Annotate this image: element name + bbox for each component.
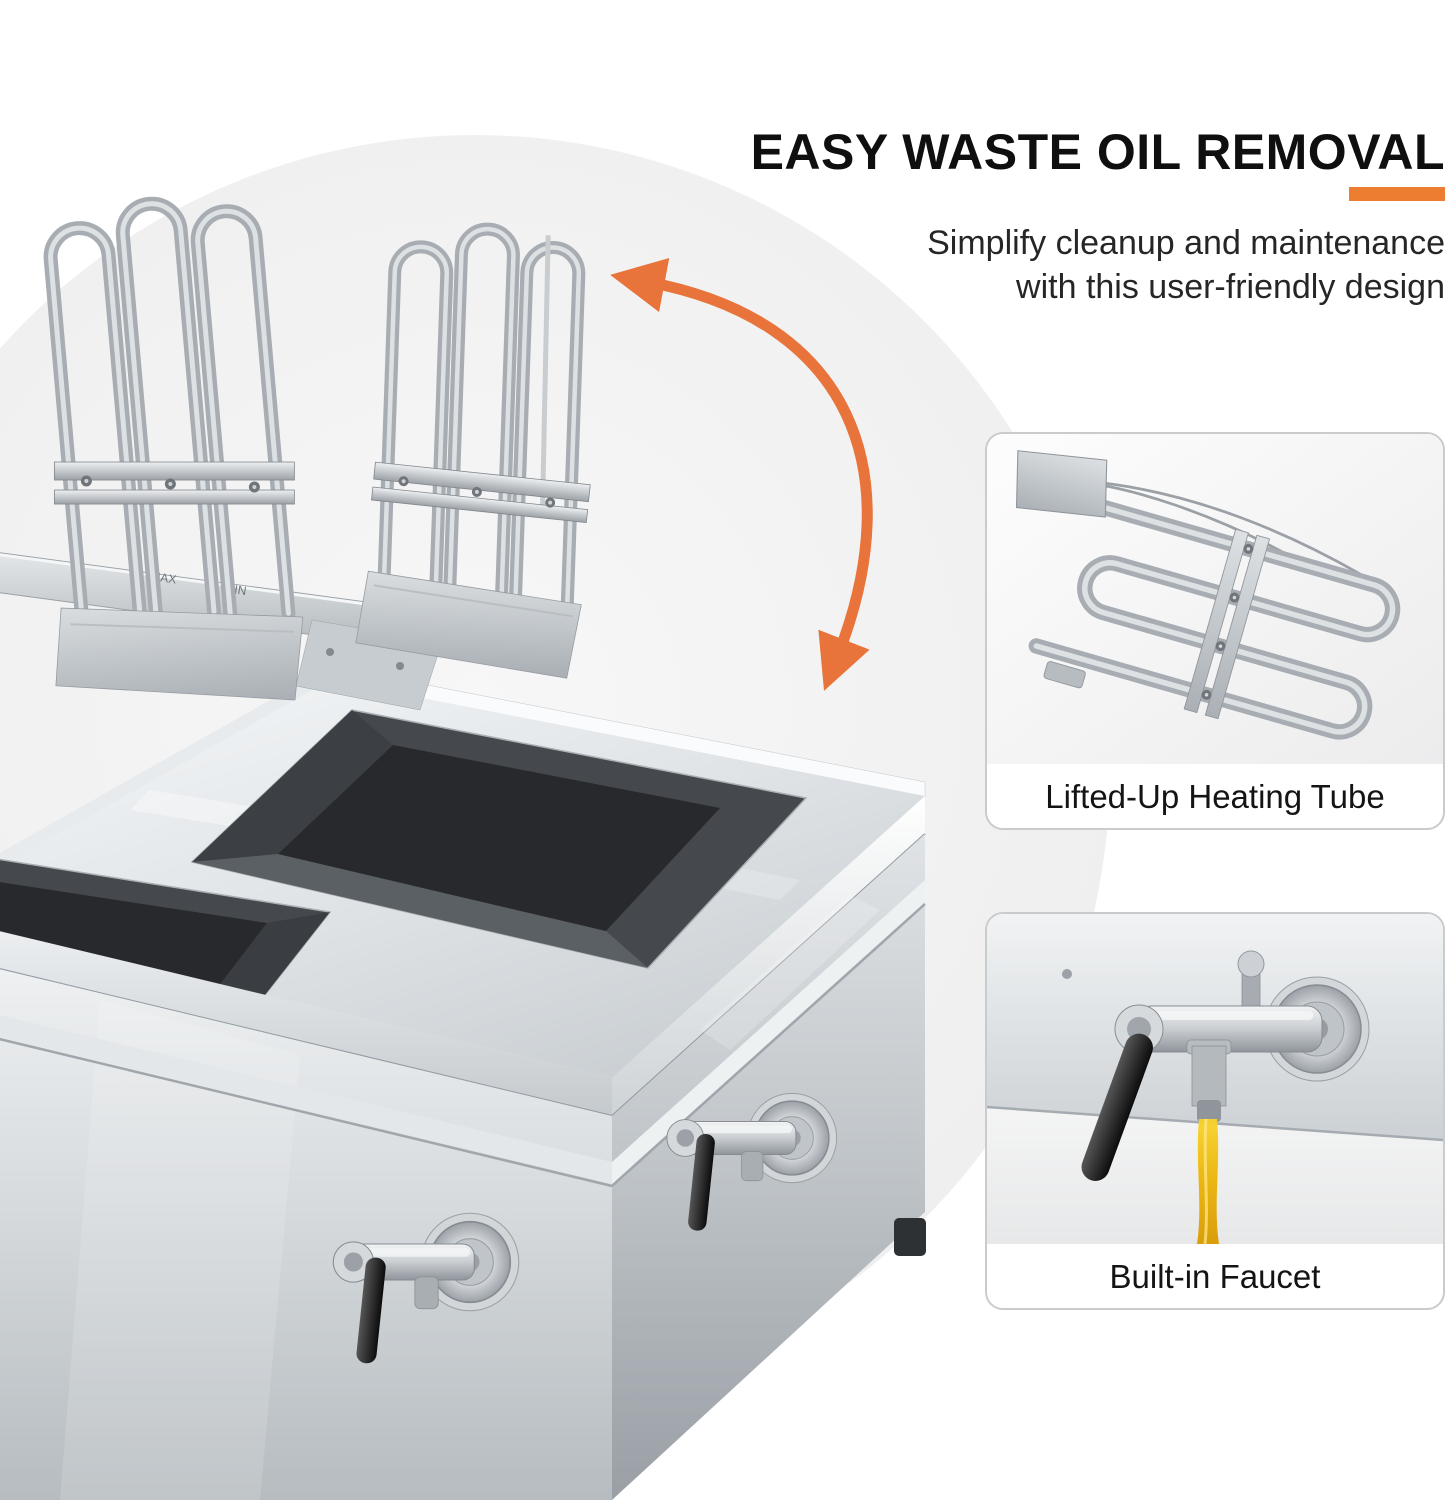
heating-tube-illustration: [987, 434, 1443, 764]
inset-caption-faucet: Built-in Faucet: [1109, 1258, 1321, 1295]
inset-caption-heating-tube: Lifted-Up Heating Tube: [1045, 778, 1385, 815]
inset-card-faucet: Built-in Faucet: [985, 912, 1445, 1310]
faucet-detail: [1081, 950, 1370, 1181]
fryer-body: [0, 680, 926, 1500]
header: EASY WASTE OIL REMOVAL Simplify cleanup …: [665, 126, 1445, 310]
heating-element-right: [355, 222, 591, 679]
fryer-illustration: MAX MIN: [0, 196, 926, 1500]
subtitle-line-1: Simplify cleanup and maintenance: [927, 223, 1445, 262]
page-title: EASY WASTE OIL REMOVAL: [750, 124, 1445, 180]
subtitle: Simplify cleanup and maintenance with th…: [665, 221, 1445, 311]
heating-element-left: [43, 196, 304, 701]
headline-accent-bar: [1349, 186, 1445, 201]
fryer-tank-right: [190, 709, 808, 969]
inset-card-heating-tube: Lifted-Up Heating Tube: [985, 432, 1445, 830]
oil-stream: [1197, 1118, 1219, 1244]
faucet-illustration: [987, 914, 1443, 1244]
subtitle-line-2: with this user-friendly design: [1016, 268, 1445, 307]
